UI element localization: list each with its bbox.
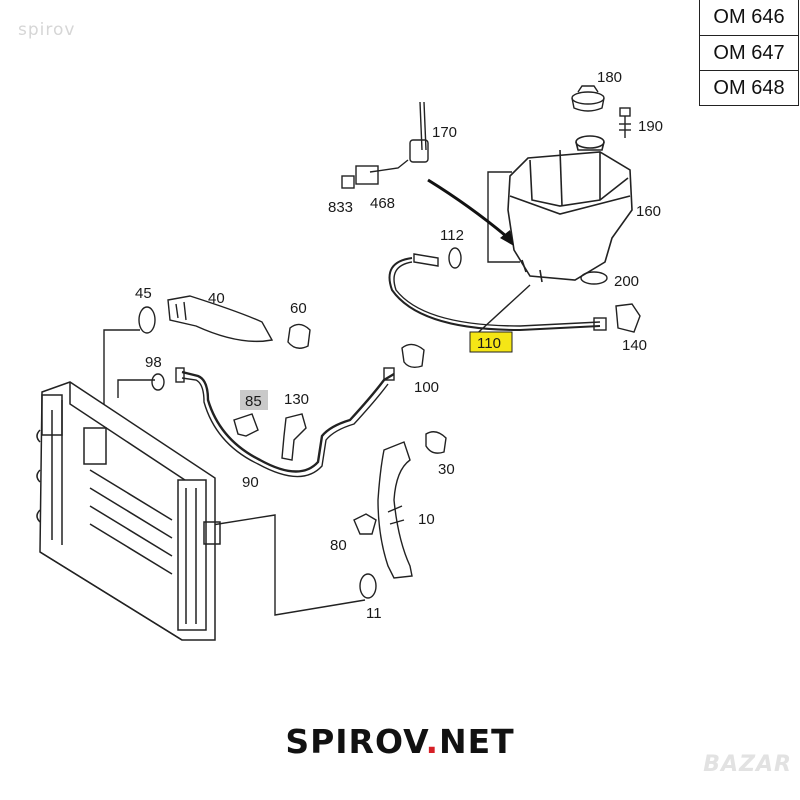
corner-logo: BAZAR — [703, 752, 792, 777]
clip-140 — [615, 303, 641, 333]
label-30: 30 — [438, 461, 455, 478]
o-ring-98 — [151, 373, 165, 391]
level-sensor — [341, 101, 429, 189]
label-110: 110 — [477, 335, 501, 352]
grommet — [580, 271, 608, 285]
bolt — [619, 107, 631, 138]
label-180: 180 — [597, 69, 622, 86]
bracket-85 — [233, 413, 259, 437]
bracket-130 — [281, 413, 307, 461]
footer-brand-a: SPIROV — [285, 722, 426, 761]
label-40: 40 — [208, 290, 225, 307]
leader-line-110 — [469, 284, 531, 341]
label-130: 130 — [284, 391, 309, 408]
expansion-tank — [507, 135, 633, 283]
lower-hose — [377, 441, 413, 579]
footer-brand-dot: . — [425, 722, 439, 761]
footer-brand: SPIROV.NET — [0, 722, 800, 761]
label-85: 85 — [245, 393, 262, 410]
upper-hose — [167, 295, 274, 343]
label-160: 160 — [636, 203, 661, 220]
clamp-80 — [353, 513, 377, 535]
label-11: 11 — [366, 605, 382, 622]
label-190: 190 — [638, 118, 663, 135]
label-10: 10 — [418, 511, 435, 528]
o-ring-11 — [359, 573, 377, 599]
o-ring-45 — [138, 306, 156, 334]
return-pipe — [388, 257, 601, 332]
leader-line-11 — [211, 514, 366, 616]
clamp-60 — [287, 323, 311, 349]
clamp-100 — [401, 343, 425, 369]
label-90: 90 — [242, 474, 259, 491]
assembly-arrow — [427, 178, 507, 238]
label-112: 112 — [440, 227, 464, 244]
engine-model-table: OM 646 OM 647 OM 648 — [699, 0, 799, 106]
watermark-text: spirov — [18, 20, 76, 40]
o-ring-112 — [448, 247, 462, 269]
leader-line-160 — [487, 171, 520, 263]
engine-model-om648: OM 648 — [700, 70, 798, 105]
label-200: 200 — [614, 273, 639, 290]
engine-model-om646: OM 646 — [713, 6, 785, 28]
label-60: 60 — [290, 300, 307, 317]
label-80: 80 — [330, 537, 347, 554]
coolant-pipe-90 — [181, 370, 395, 473]
highlight-box-110 — [469, 331, 513, 353]
label-140: 140 — [622, 337, 647, 354]
label-98: 98 — [145, 354, 162, 371]
engine-model-om647: OM 647 — [700, 35, 798, 70]
leader-line-98 — [117, 379, 155, 398]
label-100: 100 — [414, 379, 439, 396]
label-468: 468 — [370, 195, 395, 212]
radiator — [36, 381, 221, 641]
label-45: 45 — [135, 285, 152, 302]
grey-box-85 — [240, 390, 268, 410]
leader-line-45 — [103, 329, 140, 412]
label-833: 833 — [328, 199, 353, 216]
footer-brand-b: NET — [438, 722, 515, 761]
label-170: 170 — [432, 124, 457, 141]
clamp-30 — [425, 431, 447, 454]
tank-cap — [571, 85, 605, 112]
